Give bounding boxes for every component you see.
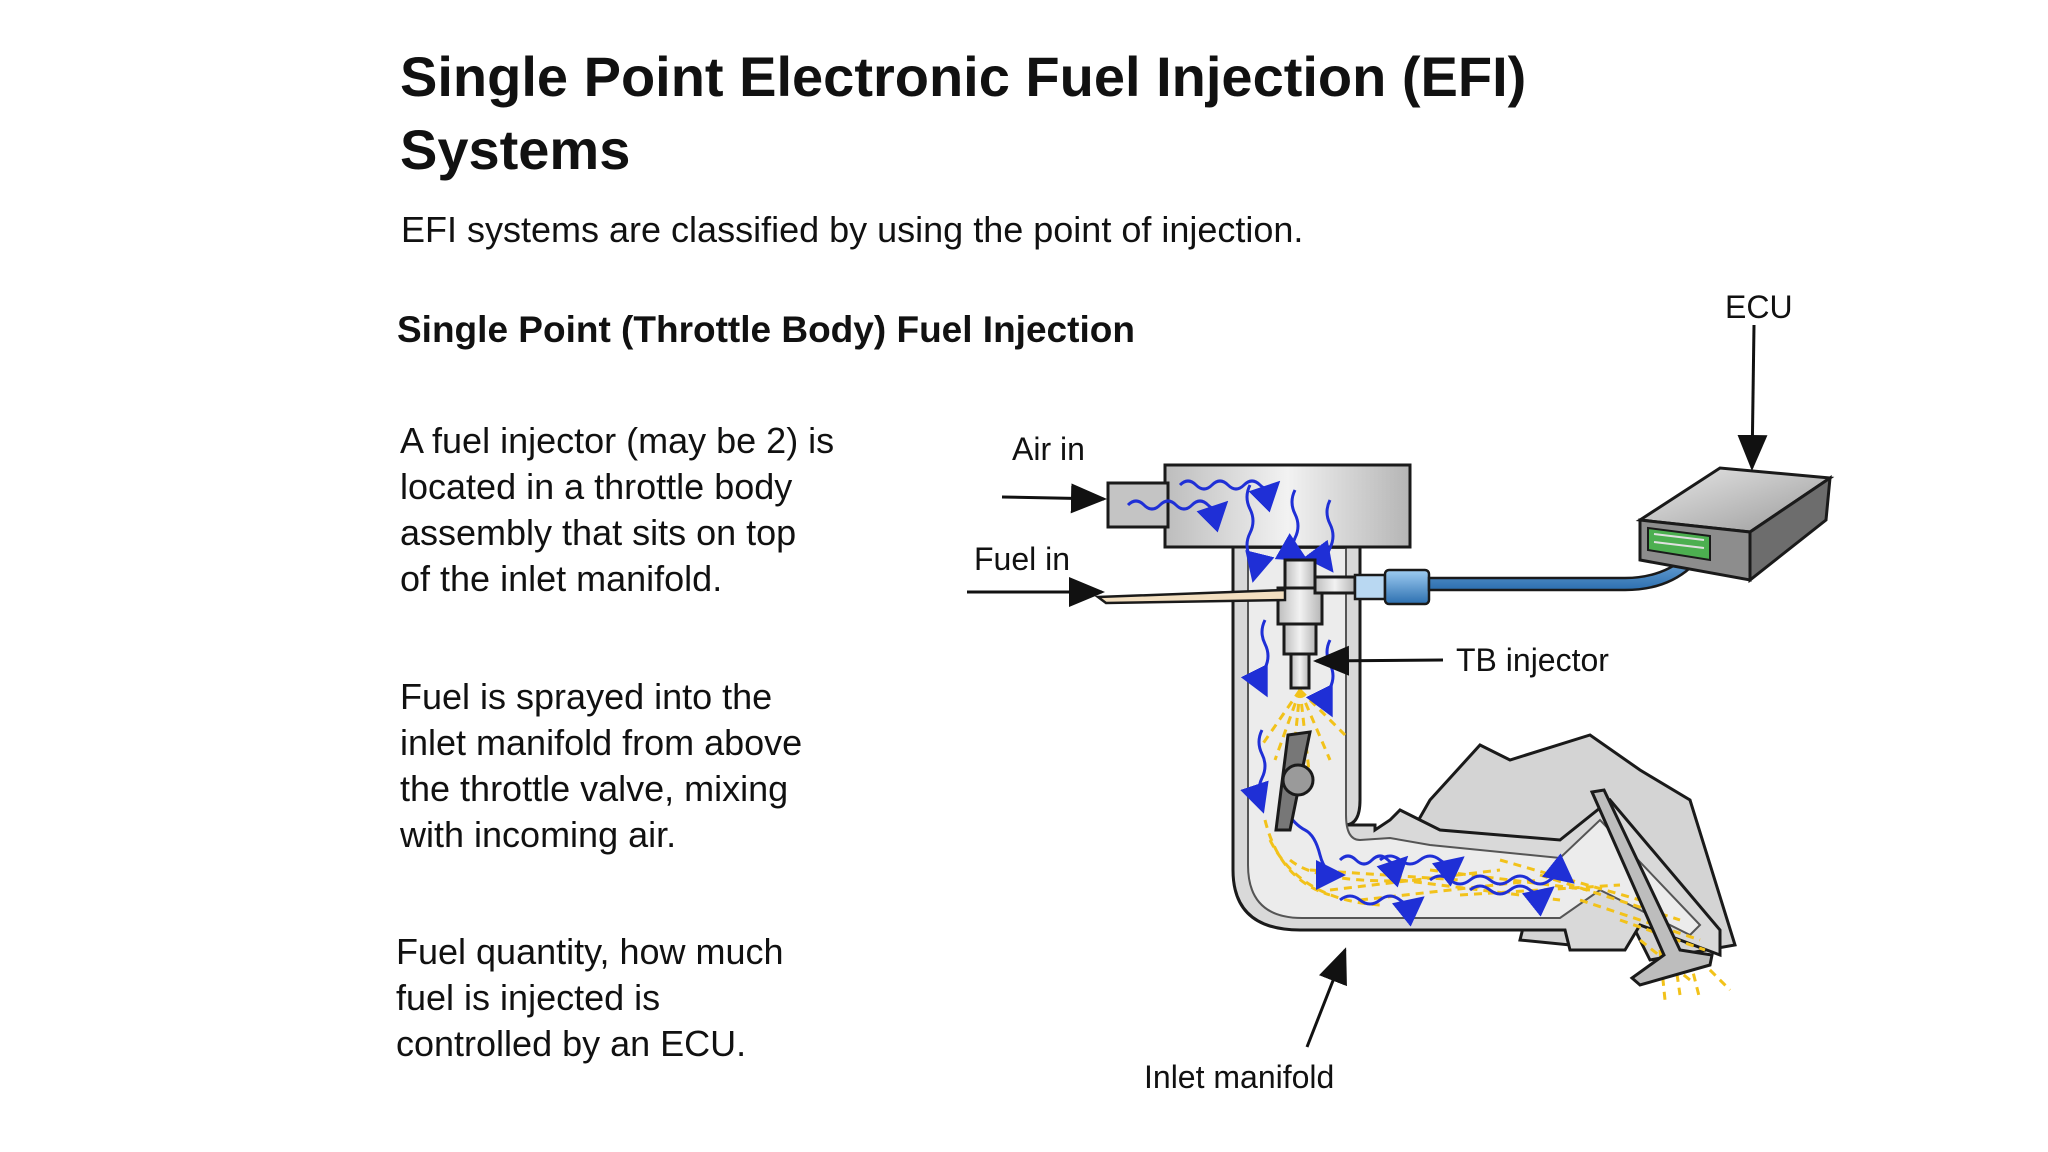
label-tb-injector: TB injector bbox=[1456, 642, 1609, 678]
paragraph-line: inlet manifold from above bbox=[400, 722, 803, 763]
label-air-in: Air in bbox=[1012, 431, 1085, 467]
slide-subtitle: EFI systems are classified by using the … bbox=[401, 209, 1304, 250]
paragraph-injector-location: A fuel injector (may be 2) is located in… bbox=[400, 418, 920, 602]
ecu-unit bbox=[1635, 466, 1835, 584]
paragraph-line: of the inlet manifold. bbox=[400, 558, 723, 599]
paragraph-line: Fuel is sprayed into the bbox=[400, 676, 773, 717]
throttle-valve bbox=[1274, 730, 1315, 832]
label-inlet-manifold: Inlet manifold bbox=[1144, 1059, 1334, 1095]
paragraph-line: with incoming air. bbox=[400, 814, 677, 855]
paragraph-ecu-control: Fuel quantity, how much fuel is injected… bbox=[396, 929, 916, 1067]
paragraph-line: A fuel injector (may be 2) is bbox=[400, 420, 835, 461]
paragraph-line: the throttle valve, mixing bbox=[400, 768, 789, 809]
ecu-harness bbox=[1353, 533, 1727, 606]
paragraph-line: Fuel quantity, how much bbox=[396, 931, 784, 972]
throttle-body-housing bbox=[1106, 463, 1412, 549]
paragraph-fuel-spray: Fuel is sprayed into the inlet manifold … bbox=[400, 674, 920, 858]
inlet-manifold bbox=[1231, 543, 1722, 958]
air-flow-arrows bbox=[1126, 479, 1575, 927]
intake-valve bbox=[1589, 788, 1714, 987]
slide-title: Single Point Electronic Fuel Injection (… bbox=[400, 45, 1527, 181]
paragraph-line: assembly that sits on top bbox=[400, 512, 797, 553]
paragraph-line: controlled by an ECU. bbox=[396, 1023, 747, 1064]
fuel-inlet-line bbox=[1094, 588, 1287, 605]
section-heading: Single Point (Throttle Body) Fuel Inject… bbox=[397, 309, 1135, 350]
paragraph-line: located in a throttle body bbox=[400, 466, 793, 507]
label-pointers bbox=[967, 324, 1768, 1048]
label-ecu: ECU bbox=[1725, 289, 1793, 325]
paragraph-line: fuel is injected is bbox=[396, 977, 661, 1018]
label-fuel-in: Fuel in bbox=[974, 541, 1070, 577]
